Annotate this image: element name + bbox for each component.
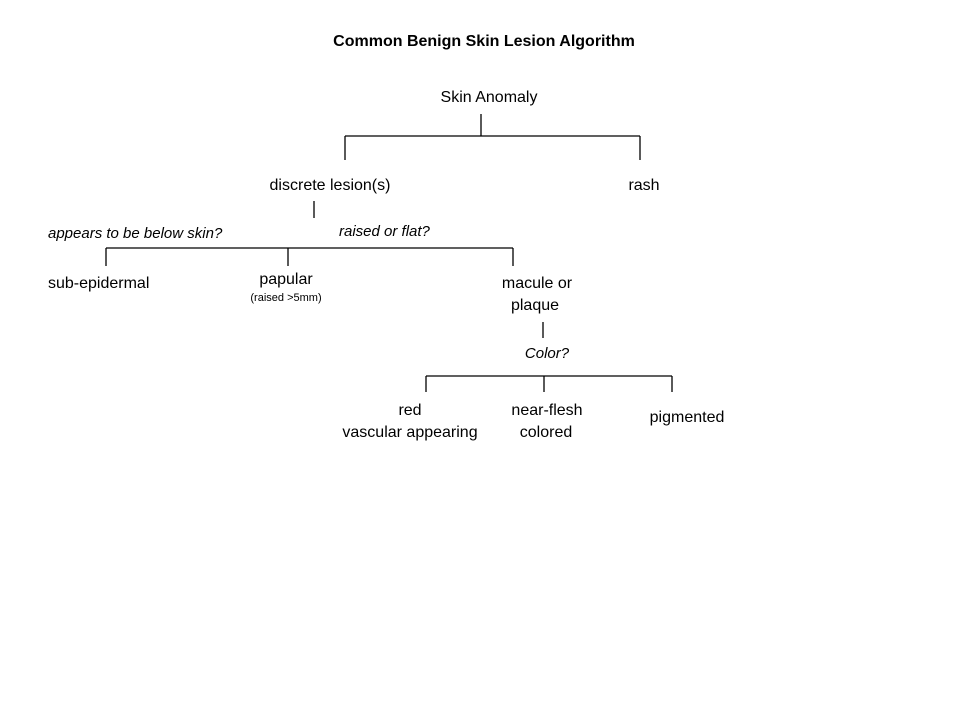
question-color: Color? [524,345,570,362]
node-red-line-2: vascular appearing [342,424,478,441]
node-near-flesh-line-2: colored [519,424,573,441]
node-rash: rash [628,177,660,194]
node-discrete-lesions: discrete lesion(s) [269,177,391,194]
node-red-line-1: red [398,402,422,419]
node-pigmented: pigmented [649,409,725,426]
node-sub-epidermal: sub-epidermal [48,275,150,292]
node-skin-anomaly: Skin Anomaly [440,89,538,106]
node-papular: papular [259,271,313,288]
diagram-title: Common Benign Skin Lesion Algorithm [333,33,635,50]
node-macule-line-1: macule or [501,275,573,292]
node-macule-line-2: plaque [510,297,560,314]
question-raised-or-flat: raised or flat? [339,223,430,240]
node-near-flesh-line-1: near-flesh [511,402,583,419]
node-papular-note: (raised >5mm) [250,292,322,304]
question-below-skin: appears to be below skin? [48,225,223,242]
